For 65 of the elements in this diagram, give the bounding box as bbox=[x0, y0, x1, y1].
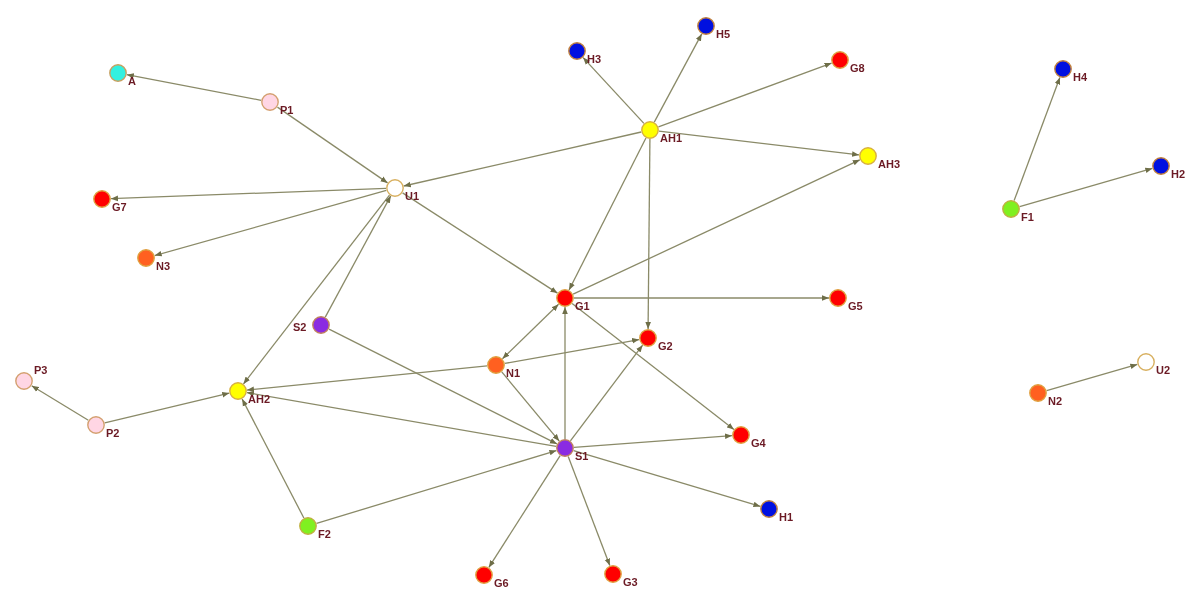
arrow bbox=[328, 328, 558, 445]
node-label: H4 bbox=[1073, 71, 1088, 83]
node-label: G7 bbox=[112, 201, 127, 213]
arrow bbox=[1013, 76, 1061, 202]
arrow bbox=[315, 449, 558, 525]
arrow bbox=[246, 365, 488, 393]
arrow bbox=[242, 194, 391, 385]
node-label: G1 bbox=[575, 300, 590, 312]
node-label: N3 bbox=[156, 260, 171, 272]
arrow bbox=[403, 131, 642, 188]
node-label: H2 bbox=[1171, 168, 1186, 180]
node-label: F1 bbox=[1021, 211, 1034, 223]
arrow bbox=[1019, 167, 1153, 208]
arrow bbox=[572, 159, 861, 295]
arrow bbox=[324, 195, 392, 318]
arrow bbox=[582, 56, 645, 125]
node-label: G3 bbox=[623, 576, 638, 588]
node-label: P2 bbox=[106, 427, 120, 439]
arrow bbox=[104, 392, 230, 424]
node-label: AH3 bbox=[878, 158, 900, 170]
node-label: S2 bbox=[293, 321, 307, 333]
arrow bbox=[568, 137, 647, 291]
arrow bbox=[1046, 363, 1138, 392]
arrow bbox=[401, 192, 559, 294]
node-label: AH2 bbox=[248, 393, 270, 405]
arrow bbox=[504, 338, 640, 365]
arrow bbox=[241, 398, 305, 519]
node-label: P1 bbox=[280, 104, 294, 116]
node-label: G5 bbox=[848, 300, 863, 312]
arrow bbox=[573, 295, 830, 301]
arrow bbox=[276, 106, 389, 184]
node-label: N1 bbox=[506, 367, 521, 379]
node-label: AH1 bbox=[660, 132, 682, 144]
node-label: S1 bbox=[575, 450, 589, 462]
arrow bbox=[562, 306, 568, 440]
node-label: U1 bbox=[405, 190, 420, 202]
node-label: H3 bbox=[587, 53, 602, 65]
node-label: G4 bbox=[751, 437, 766, 449]
node-label: P3 bbox=[34, 364, 48, 376]
arrow bbox=[658, 130, 860, 157]
node-label: A bbox=[128, 75, 136, 87]
node-label: F2 bbox=[318, 528, 331, 540]
arrow bbox=[573, 433, 733, 448]
arrow bbox=[645, 138, 651, 330]
node-label: G2 bbox=[658, 340, 673, 352]
arrow bbox=[571, 302, 735, 431]
node-label: G8 bbox=[850, 62, 865, 74]
arrow bbox=[31, 385, 89, 421]
node-label: H5 bbox=[716, 28, 731, 40]
node-label: N2 bbox=[1048, 395, 1063, 407]
arrow bbox=[246, 391, 557, 448]
node-label: G6 bbox=[494, 577, 509, 589]
arrow bbox=[501, 303, 560, 360]
arrow bbox=[567, 455, 611, 567]
arrow bbox=[657, 62, 833, 128]
node-label: U2 bbox=[1156, 364, 1171, 376]
arrow bbox=[488, 454, 561, 569]
arrow bbox=[572, 449, 762, 508]
arrow bbox=[501, 371, 560, 442]
arrow bbox=[154, 189, 387, 257]
arrow bbox=[569, 344, 644, 442]
arrow bbox=[653, 33, 703, 123]
node-label: H1 bbox=[779, 511, 794, 523]
arrow bbox=[110, 187, 387, 202]
arrow bbox=[126, 73, 262, 101]
